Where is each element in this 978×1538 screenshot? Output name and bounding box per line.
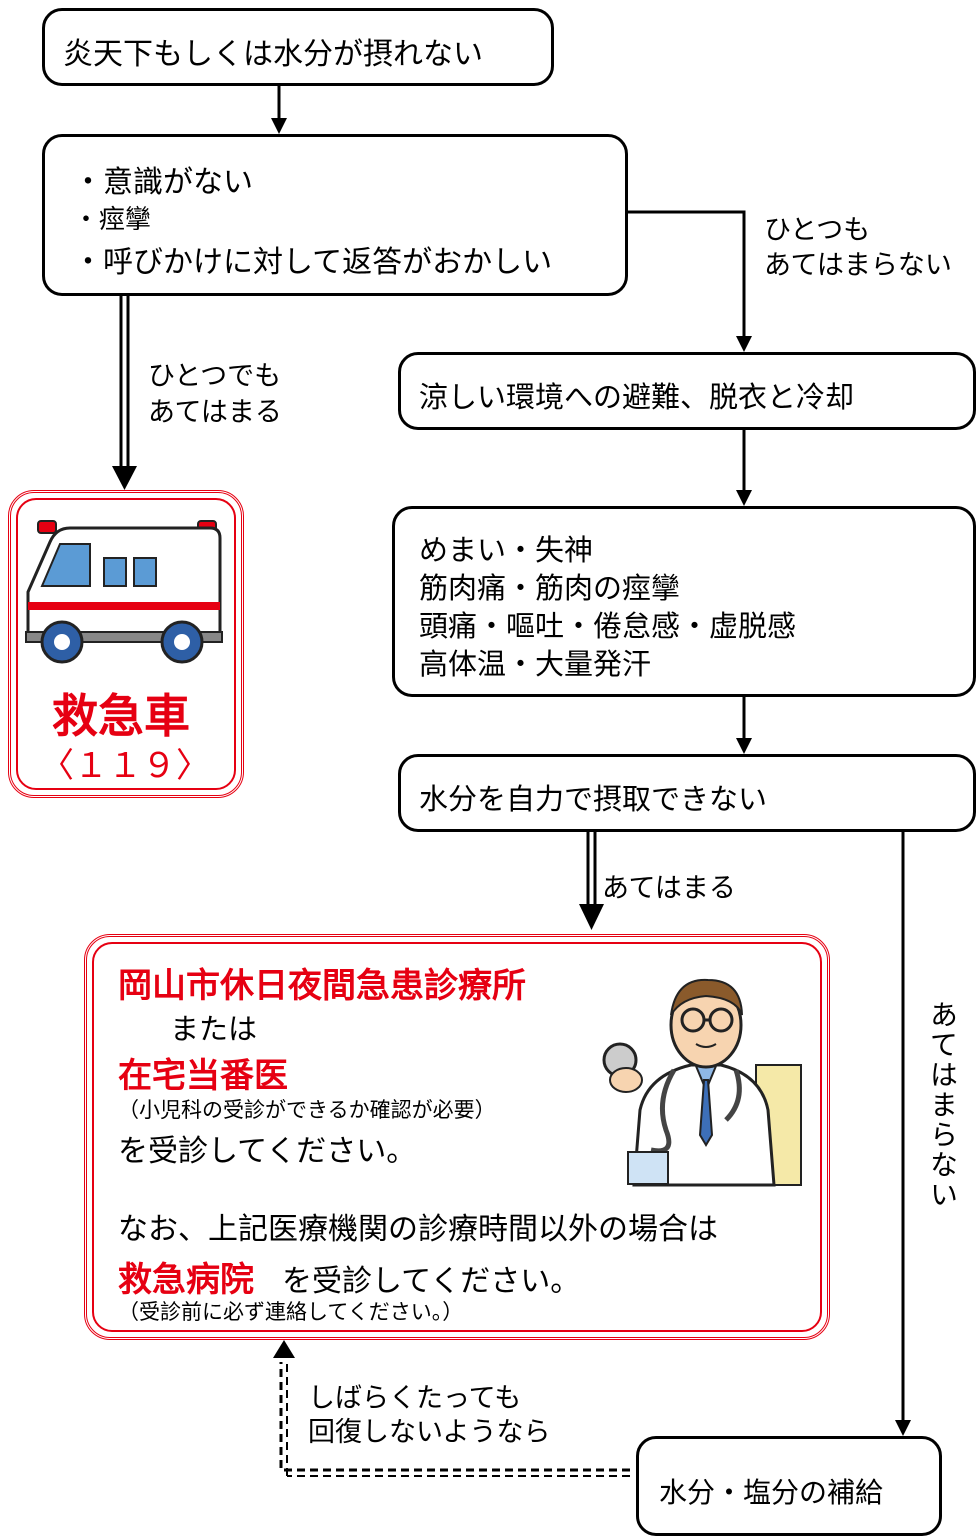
cannot-drink-node: 水分を自力で摂取できない bbox=[398, 754, 976, 832]
mild-item: めまい・失神 bbox=[419, 533, 594, 567]
edge-label-any-apply: あてはまる bbox=[148, 397, 282, 428]
mild-symptoms-node: めまい・失神 筋肉痛・筋肉の痙攣 頭痛・嘔吐・倦怠感・虚脱感 高体温・大量発汗 bbox=[392, 506, 976, 697]
edge-label-none-apply: ひとつも bbox=[764, 215, 871, 246]
severe-item: ・呼びかけに対して返答がおかしい bbox=[73, 245, 553, 280]
start-label: 炎天下もしくは水分が摂れない bbox=[63, 37, 483, 72]
edge-label-any-apply: ひとつでも bbox=[148, 361, 282, 392]
clinic-er: 救急病院 bbox=[118, 1260, 254, 1300]
arrow-not-recover bbox=[279, 1362, 630, 1472]
severe-item: ・意識がない bbox=[73, 165, 253, 200]
hydrate-node: 水分・塩分の補給 bbox=[636, 1436, 942, 1536]
ambulance-title: 救急車 bbox=[52, 689, 190, 743]
severe-symptoms-node: ・意識がない ・痙攣 ・呼びかけに対して返答がおかしい bbox=[42, 134, 628, 296]
cooling-label: 涼しい環境への避難、脱衣と冷却 bbox=[419, 380, 855, 414]
mild-item: 高体温・大量発汗 bbox=[419, 647, 652, 681]
ambulance-number: 〈１１９〉 bbox=[40, 746, 210, 786]
mild-item: 頭痛・嘔吐・倦怠感・虚脱感 bbox=[419, 609, 797, 643]
clinic-visit: を受診してください。 bbox=[118, 1134, 417, 1169]
start-node: 炎天下もしくは水分が摂れない bbox=[42, 8, 554, 86]
edge-label-not-recover: 回復しないようなら bbox=[308, 1417, 551, 1448]
edge-label-not-apply: あてはまらない bbox=[926, 1000, 959, 1210]
edge-label-none-apply: あてはまらない bbox=[764, 250, 952, 281]
severe-item: ・痙攣 bbox=[73, 205, 152, 235]
clinic-er-note: （受診前に必ず連絡してください。） bbox=[118, 1300, 464, 1324]
edge-label-apply: あてはまる bbox=[602, 873, 736, 904]
mild-item: 筋肉痛・筋肉の痙攣 bbox=[419, 571, 681, 605]
clinic-or: または bbox=[170, 1012, 258, 1046]
ambulance-icon bbox=[25, 520, 223, 664]
cooling-node: 涼しい環境への避難、脱衣と冷却 bbox=[398, 352, 976, 430]
clinic-note: （小児科の受診ができるか確認が必要） bbox=[118, 1098, 496, 1122]
clinic-er-visit: を受診してください。 bbox=[282, 1264, 581, 1299]
clinic-alt: 在宅当番医 bbox=[118, 1056, 288, 1096]
doctor-illustration bbox=[602, 978, 802, 1187]
cannot-drink-label: 水分を自力で摂取できない bbox=[419, 782, 768, 816]
edge-label-not-recover: しばらくたっても bbox=[308, 1383, 522, 1414]
clinic-name: 岡山市休日夜間急患診療所 bbox=[118, 966, 526, 1006]
hydrate-label: 水分・塩分の補給 bbox=[659, 1476, 884, 1509]
arrow-none-apply bbox=[626, 210, 746, 338]
clinic-after-hours: なお、上記医療機関の診療時間以外の場合は bbox=[118, 1212, 718, 1247]
